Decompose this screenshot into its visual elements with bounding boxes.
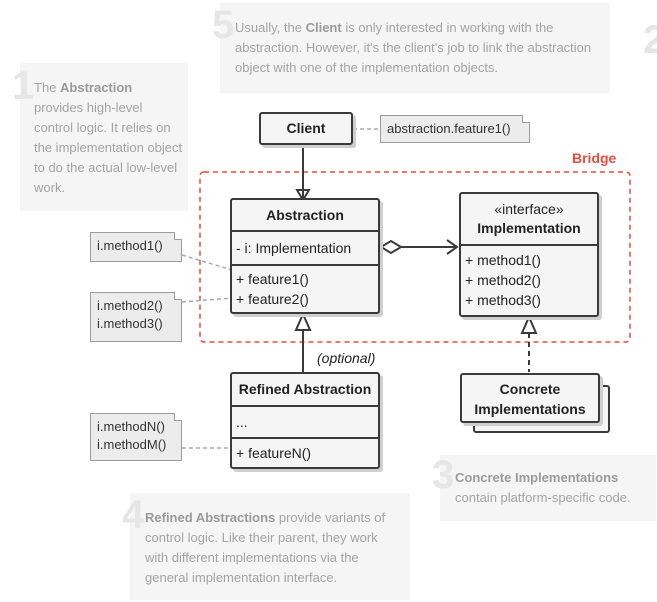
feature1-comment: i.method1() <box>90 232 182 262</box>
feature1-comment-text: i.method1() <box>97 238 163 253</box>
implementation-method1: + method1() <box>465 252 541 268</box>
abstraction-title: Abstraction <box>266 207 344 223</box>
abstraction-feature2: + feature2() <box>236 291 309 307</box>
note-2-number: 2 <box>643 18 657 62</box>
refined-abstraction-featureN: + featureN() <box>236 445 312 461</box>
refined-abstraction-fields: ... <box>232 405 378 437</box>
note-3-text: Concrete Implementations contain platfor… <box>455 470 631 505</box>
realization-triangle <box>520 314 538 334</box>
refined-abstraction-title: Refined Abstraction <box>238 381 372 397</box>
refined-comment-line2: i.methodM() <box>97 437 167 452</box>
feature2-comment: i.method2() i.method3() <box>90 292 182 342</box>
implementation-method2: + method2() <box>465 272 541 288</box>
note-1-text: The Abstraction provides high-level cont… <box>34 80 183 195</box>
client-comment: abstraction.feature1() <box>380 115 530 143</box>
aggregation-arrowhead <box>446 239 459 255</box>
note-1-number: 1 <box>12 64 35 108</box>
concrete-title-line1: Concrete <box>499 381 561 397</box>
abstraction-field-i: - i: Implementation <box>236 240 352 256</box>
implementation-header: «interface» Implementation <box>461 194 597 244</box>
feature2-comment-line2: i.method3() <box>97 316 163 331</box>
refined-comment-line1: i.methodN() <box>97 419 165 434</box>
bridge-region <box>199 171 631 343</box>
abstraction-box: Abstraction - i: Implementation + featur… <box>230 198 380 314</box>
abstraction-fields: - i: Implementation <box>232 230 378 264</box>
note-5: 5 Usually, the Client is only interested… <box>212 3 610 93</box>
refined-abstraction-ellipsis: ... <box>236 414 248 430</box>
feature1-note-connector <box>181 254 233 271</box>
abstraction-feature1: + feature1() <box>236 271 309 287</box>
client-comment-text: abstraction.feature1() <box>387 121 511 136</box>
client-arrowhead <box>295 189 311 202</box>
feature2-note-connector <box>181 297 233 303</box>
optional-label: (optional) <box>317 350 376 366</box>
note-4: 4 Refined Abstractions provide variants … <box>122 493 410 600</box>
implementation-box: «interface» Implementation + method1() +… <box>459 192 599 317</box>
aggregation-diamond <box>379 239 403 255</box>
implementation-method3: + method3() <box>465 292 541 308</box>
concrete-title-line2: Implementations <box>474 401 586 417</box>
note-5-number: 5 <box>212 3 235 47</box>
note-1: 1 The Abstraction provides high-level co… <box>12 63 188 211</box>
client-box: Client <box>259 112 353 145</box>
refined-abstraction-box: Refined Abstraction ... + featureN() <box>230 372 380 469</box>
feature2-comment-line1: i.method2() <box>97 298 163 313</box>
implementation-methods: + method1() + method2() + method3() <box>461 244 597 310</box>
concrete-implementations-box: Concrete Implementations <box>460 373 600 423</box>
note-3-number: 3 <box>432 453 455 497</box>
note-5-text: Usually, the Client is only interested i… <box>235 20 592 75</box>
note-4-number: 4 <box>122 493 145 537</box>
implementation-stereotype: «interface» <box>494 201 564 217</box>
bridge-label: Bridge <box>572 150 617 166</box>
abstraction-methods: + feature1() + feature2() <box>232 264 378 309</box>
note-4-text: Refined Abstractions provide variants of… <box>145 510 386 585</box>
inheritance-triangle <box>294 311 312 331</box>
client-title: Client <box>286 120 326 136</box>
implementation-title: Implementation <box>477 220 581 236</box>
refined-comment: i.methodN() i.methodM() <box>90 413 182 461</box>
note-3: 3 Concrete Implementations contain platf… <box>432 455 656 521</box>
refined-abstraction-methods: + featureN() <box>232 437 378 467</box>
